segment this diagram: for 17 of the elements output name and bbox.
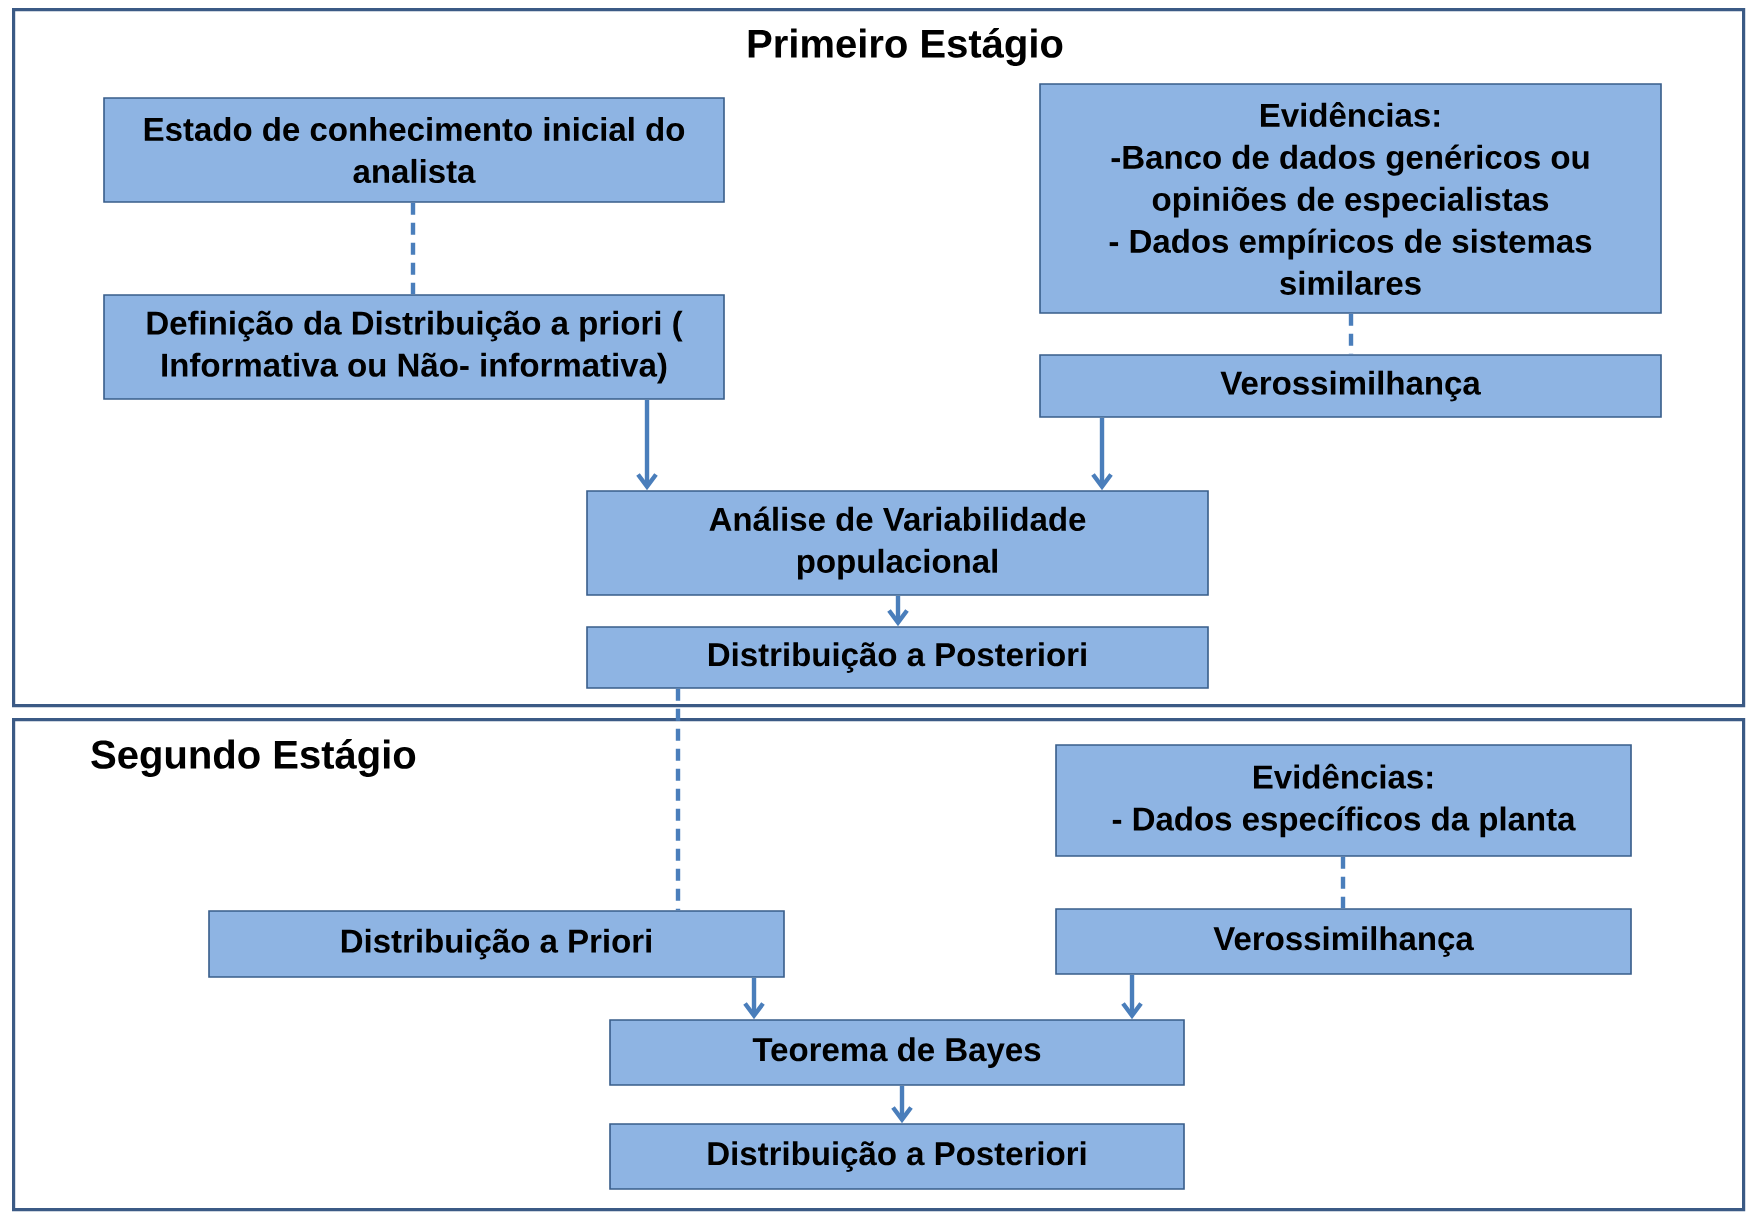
process-box: Análise de Variabilidade populacional xyxy=(586,490,1209,596)
process-box: Distribuição a Posteriori xyxy=(586,626,1209,689)
process-box: Teorema de Bayes xyxy=(609,1019,1185,1086)
process-box: Distribuição a Priori xyxy=(208,910,785,978)
process-box: Estado de conhecimento inicial do analista xyxy=(103,97,725,203)
process-box: Definição da Distribuição a priori ( Informativa ou Não- informativa) xyxy=(103,294,725,400)
process-box: Evidências: - Dados específicos da planta xyxy=(1055,744,1632,857)
arrow xyxy=(887,595,909,627)
arrow xyxy=(1091,417,1113,491)
arrow xyxy=(1121,974,1143,1020)
process-box: Evidências: -Banco de dados genéricos ou opiniões de especialistas - Dados empíricos de sistemas similares xyxy=(1039,83,1662,314)
process-box: Verossimilhança xyxy=(1055,908,1632,975)
arrow xyxy=(743,977,765,1020)
arrow xyxy=(636,399,658,491)
arrow xyxy=(891,1085,913,1124)
process-box: Verossimilhança xyxy=(1039,354,1662,418)
process-box: Distribuição a Posteriori xyxy=(609,1123,1185,1190)
